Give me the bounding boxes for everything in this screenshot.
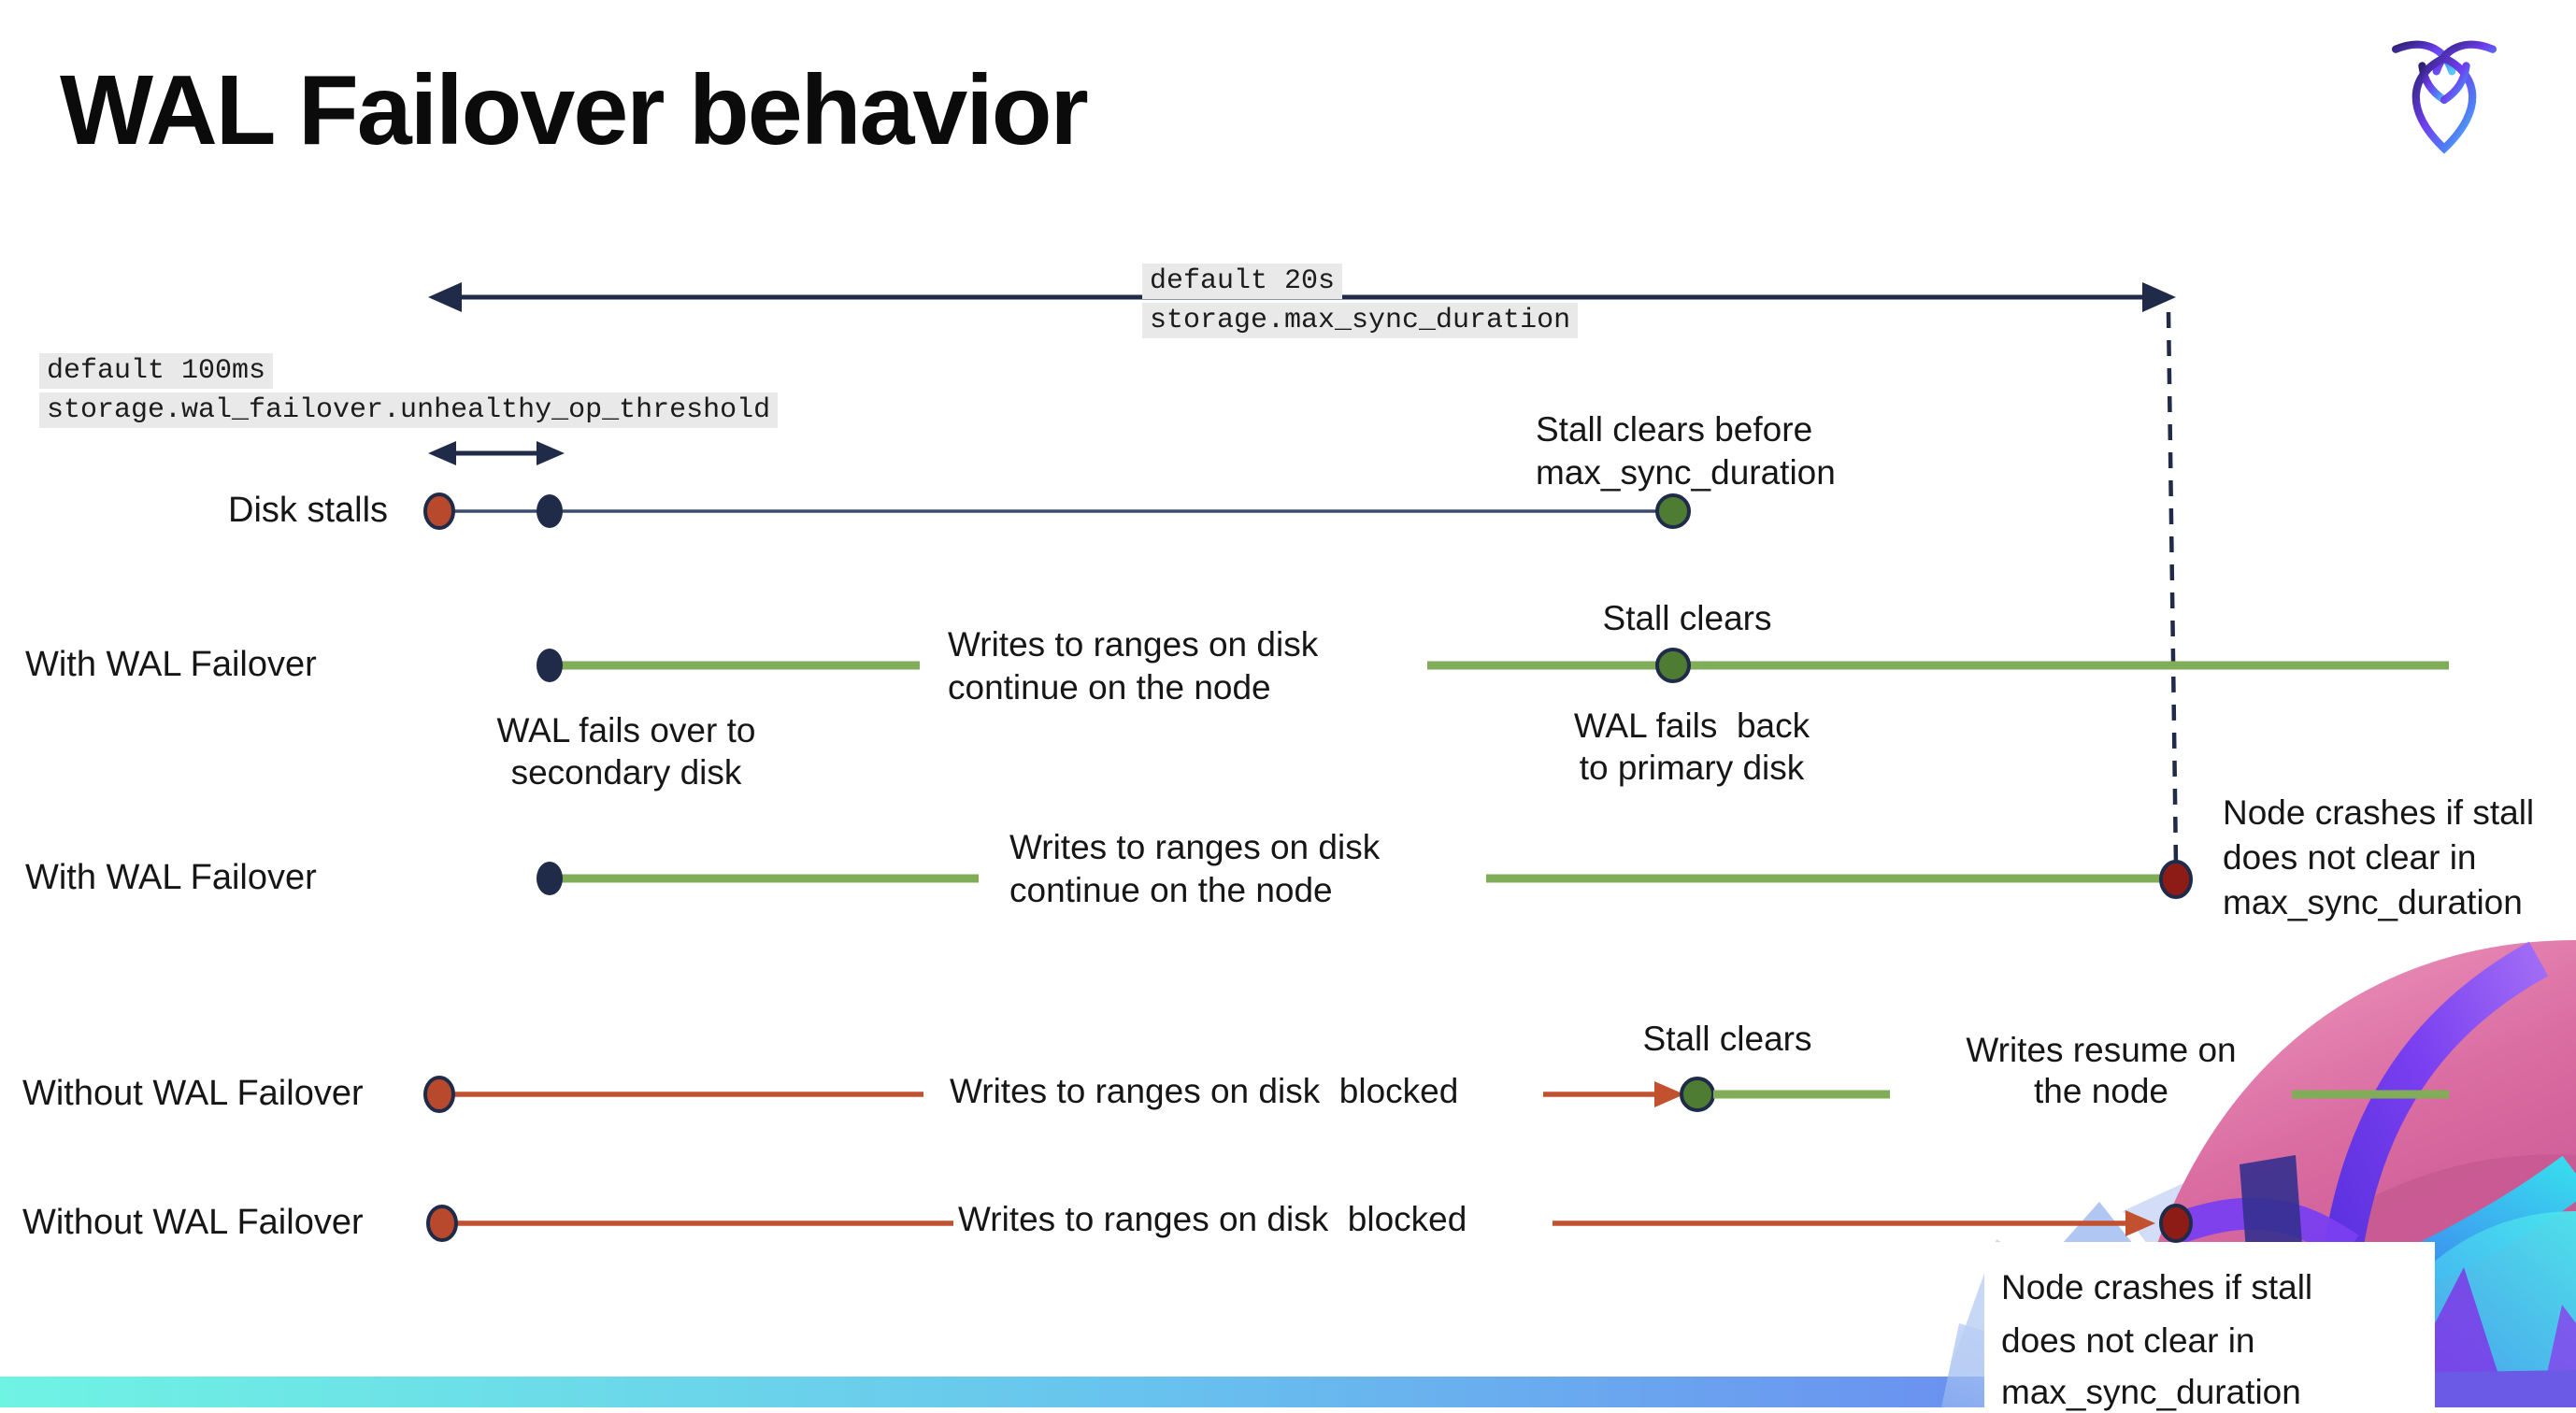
- wal-fails-over-note-line1: WAL fails over to: [496, 710, 756, 749]
- node-crash-dot-row5: [2159, 1204, 2193, 1243]
- stall-clears-note-row4: Stall clears: [1642, 1019, 1812, 1058]
- writes-resume-note-line2: the node: [2033, 1071, 2169, 1110]
- max-sync-setting-name: storage.max_sync_duration: [1142, 303, 1579, 338]
- stall-clears-dot-row4: [1680, 1077, 1715, 1112]
- page-title: WAL Failover behavior: [60, 55, 1089, 165]
- node-crash-note-row3-line1: Node crashes if stall: [2223, 792, 2535, 832]
- failover-dot-row3: [537, 862, 563, 895]
- node-crash-box-line3: max_sync_duration: [2001, 1372, 2301, 1411]
- node-crash-box-line1: Node crashes if stall: [2001, 1267, 2313, 1306]
- writes-continue-note-row3-line2: continue on the node: [1009, 870, 1333, 909]
- row-label-disk-stalls: Disk stalls: [228, 491, 389, 531]
- wal-fails-back-note-line2: to primary disk: [1579, 748, 1805, 787]
- cockroachdb-logo-icon: [2391, 40, 2497, 154]
- max-sync-dashed-line: [2166, 311, 2179, 866]
- wal-fails-over-note-line2: secondary disk: [510, 752, 742, 792]
- row-label-with-wal-failover-2: With WAL Failover: [25, 858, 317, 898]
- writes-continue-note-row2-line1: Writes to ranges on disk: [948, 624, 1319, 664]
- unhealthy-op-default-label: default 100ms: [39, 353, 274, 389]
- threshold-reached-dot: [537, 494, 563, 528]
- unhealthy-op-threshold-arrow: [428, 441, 565, 465]
- node-crash-box-line2: does not clear in: [2001, 1320, 2255, 1360]
- crash-note-box: [1984, 1242, 2435, 1407]
- blocked-arrowhead-row4: [1654, 1081, 1684, 1107]
- node-crash-dot-row3: [2159, 860, 2193, 899]
- stall-clears-dot-row2: [1655, 648, 1691, 683]
- failover-dot-row2: [537, 649, 563, 682]
- wal-fails-back-note-line1: WAL fails back: [1573, 706, 1810, 745]
- unhealthy-op-setting-name: storage.wal_failover.unhealthy_op_thresh…: [39, 392, 779, 428]
- stall-clears-before-note-line2: max_sync_duration: [1536, 452, 1836, 492]
- stall-clears-dot-row1: [1655, 493, 1691, 529]
- row-label-with-wal-failover-1: With WAL Failover: [25, 645, 317, 685]
- row-label-without-wal-failover-2: Without WAL Failover: [22, 1203, 364, 1243]
- writes-continue-note-row2-line2: continue on the node: [948, 667, 1271, 706]
- node-crash-note-row3-line2: does not clear in: [2223, 837, 2477, 877]
- max-sync-duration-label: default 20s storage.max_sync_duration: [1142, 264, 1579, 338]
- disk-stall-start-dot-row4: [423, 1076, 455, 1113]
- stall-clears-before-note-line1: Stall clears before: [1536, 409, 1813, 449]
- disk-stall-start-dot-row5: [426, 1205, 458, 1242]
- writes-blocked-note-row5: Writes to ranges on disk blocked: [958, 1199, 1467, 1238]
- max-sync-default-label: default 20s: [1142, 264, 1343, 299]
- disk-stall-start-dot: [423, 492, 455, 530]
- writes-resume-note-line1: Writes resume on: [1966, 1030, 2237, 1069]
- unhealthy-op-threshold-label: default 100ms storage.wal_failover.unhea…: [39, 353, 779, 428]
- node-crash-note-row3-line3: max_sync_duration: [2223, 882, 2523, 921]
- writes-continue-note-row3-line1: Writes to ranges on disk: [1009, 827, 1381, 866]
- row-label-without-wal-failover-1: Without WAL Failover: [22, 1074, 364, 1114]
- blocked-arrowhead-row5: [2125, 1210, 2155, 1236]
- stall-clears-note-row2: Stall clears: [1602, 598, 1772, 637]
- writes-blocked-note-row4: Writes to ranges on disk blocked: [950, 1071, 1459, 1110]
